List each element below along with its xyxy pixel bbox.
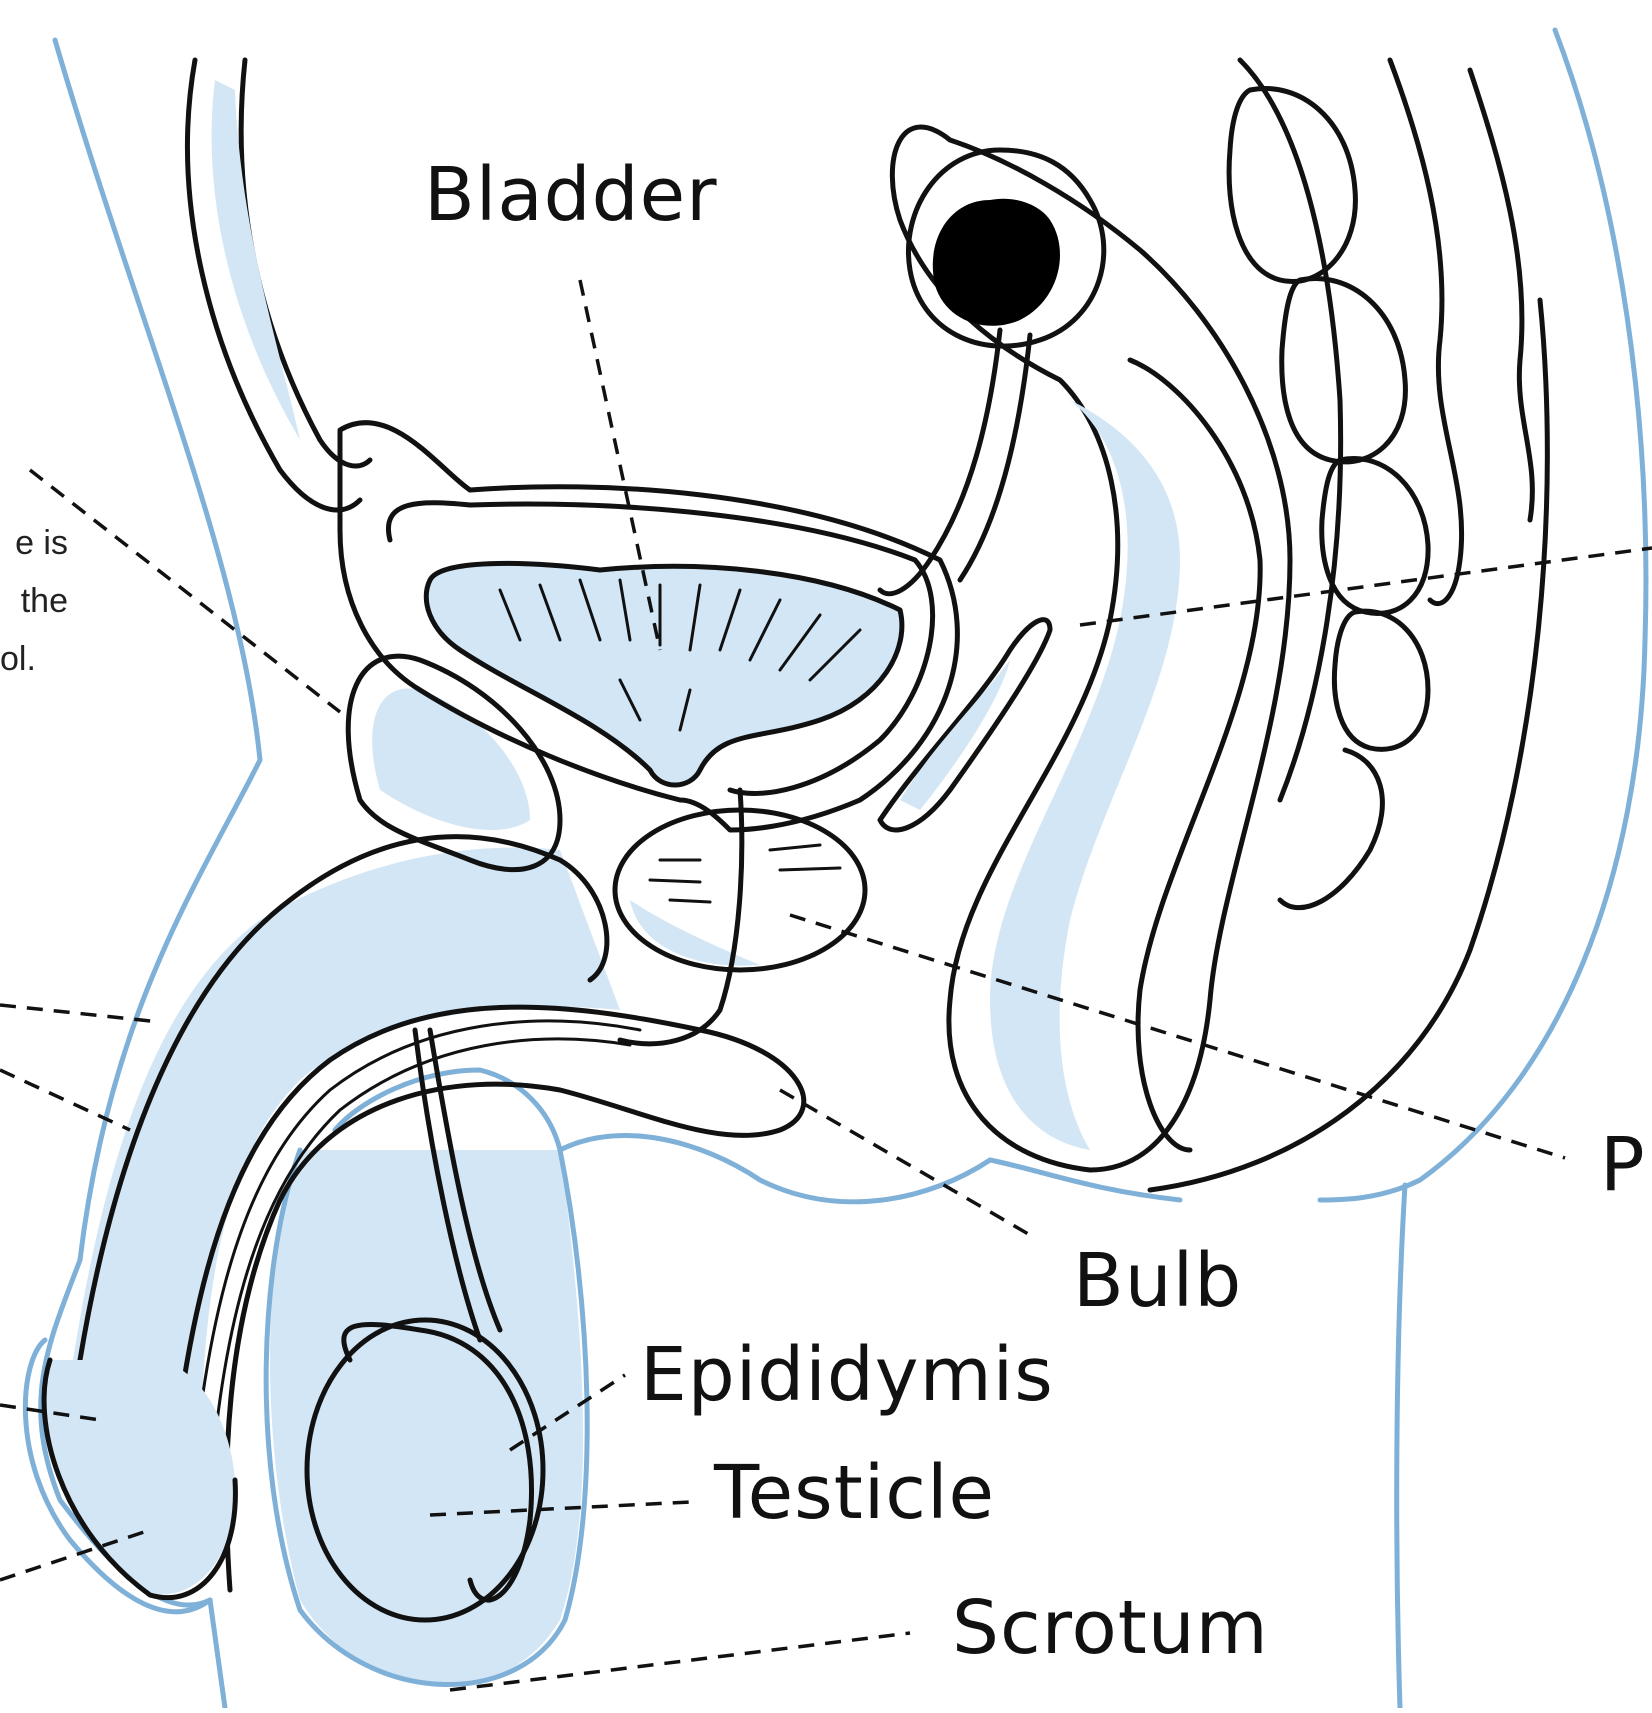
leader-top-left (30, 470, 340, 712)
label-bladder: Bladder (424, 152, 718, 238)
spine-ridge-2 (1470, 70, 1532, 520)
label-scrotum: Scrotum (952, 1585, 1269, 1671)
vertebra-2 (1282, 278, 1406, 461)
leader-prostate (790, 915, 1565, 1158)
label-prostate-partial: P (1600, 1122, 1646, 1208)
ureter-tint (212, 80, 300, 440)
note-line-1: e is (0, 514, 68, 572)
leg-skin-outline (1397, 1185, 1405, 1708)
glans-tint (44, 1360, 235, 1594)
rectal-lumen (933, 199, 1060, 326)
coccyx (1280, 750, 1382, 908)
thigh-skin-outline (210, 1600, 225, 1708)
sacrum-outline (1240, 60, 1341, 800)
label-bulb: Bulb (1073, 1238, 1242, 1324)
label-epididymis: Epididymis (640, 1332, 1054, 1418)
note-fragment: e is the ol. (0, 514, 68, 688)
note-line-2: the (0, 572, 68, 630)
label-testicle: Testicle (714, 1450, 995, 1536)
prostate-lines (650, 845, 840, 902)
vertebra-1 (1229, 88, 1355, 281)
note-line-3: ol. (0, 630, 68, 688)
vertebra-4 (1334, 611, 1428, 749)
ureter-tube-2 (241, 60, 370, 466)
colon-tint (990, 400, 1180, 1150)
